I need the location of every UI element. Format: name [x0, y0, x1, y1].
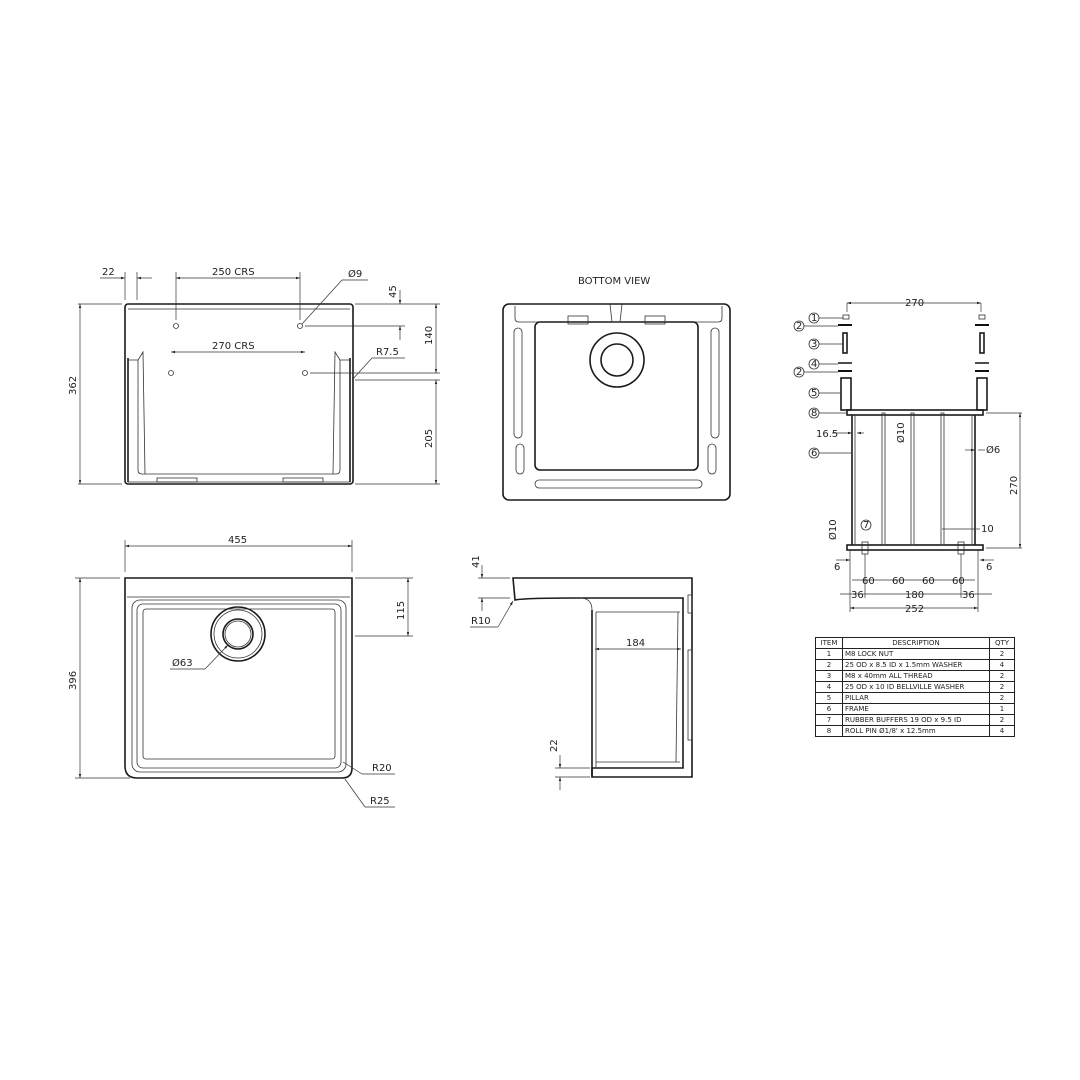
dim-270-top: 270: [905, 298, 924, 309]
bom-header-item: ITEM: [815, 637, 843, 649]
dim-6-right: 6: [986, 562, 992, 573]
dim-140: 140: [424, 326, 435, 345]
balloon-2a: 2: [796, 321, 802, 332]
bom-item: 7: [815, 714, 843, 726]
balloon-4: 4: [811, 359, 817, 370]
bom-header-description: DESCRIPTION: [842, 637, 990, 649]
bom-item: 8: [815, 725, 843, 737]
item-balloons: 1 2 3 4 2 5 8 6 7: [793, 312, 872, 531]
balloon-8: 8: [811, 408, 817, 419]
bom-qty: 2: [989, 648, 1015, 660]
dim-180: 180: [905, 590, 924, 601]
dim-r20: R20: [372, 763, 392, 774]
dim-270-crs: 270 CRS: [212, 341, 255, 352]
dim-r25: R25: [370, 796, 390, 807]
bracket-assembly: 1 2 3 4 2 5 8 6 7: [793, 298, 1022, 615]
dim-22-side: 22: [549, 739, 560, 752]
balloon-7: 7: [863, 520, 869, 531]
bottom-view: BOTTOM VIEW: [502, 276, 731, 501]
bom-qty: 1: [989, 703, 1015, 715]
dim-22: 22: [102, 267, 115, 278]
dim-dia10-bottom: Ø10: [827, 519, 839, 540]
balloon-2b: 2: [796, 367, 802, 378]
dim-r10: R10: [471, 616, 491, 627]
dim-dia63: Ø63: [172, 657, 193, 669]
bom-item: 5: [815, 692, 843, 704]
front-section-view: 22 250 CRS Ø9 270 CRS R7.5 362 45 140 20…: [68, 267, 440, 485]
top-view: 455 396 115 Ø63 R20 R25: [68, 535, 413, 808]
bom-description: M8 LOCK NUT: [842, 648, 990, 660]
side-section-view: 41 R10 184 22: [470, 555, 693, 790]
bom-description: PILLAR: [842, 692, 990, 704]
dim-dia6: Ø6: [986, 444, 1000, 456]
bom-item: 3: [815, 670, 843, 682]
dim-45: 45: [388, 285, 399, 298]
balloon-5: 5: [811, 388, 817, 399]
bom-item: 4: [815, 681, 843, 693]
dim-16-5: 16.5: [816, 429, 838, 440]
balloon-6: 6: [811, 448, 817, 459]
dim-60-d: 60: [952, 576, 965, 587]
dim-362: 362: [68, 376, 79, 395]
dim-396: 396: [68, 671, 79, 690]
bom-description: 25 OD x 10 ID BELLVILLE WASHER: [842, 681, 990, 693]
dim-r7-5: R7.5: [376, 347, 399, 358]
bom-qty: 2: [989, 670, 1015, 682]
dim-455: 455: [228, 535, 247, 546]
bom-qty: 2: [989, 714, 1015, 726]
dim-115: 115: [396, 601, 407, 620]
bom-description: RUBBER BUFFERS 19 OD x 9.5 ID: [842, 714, 990, 726]
bom-qty: 4: [989, 659, 1015, 671]
dim-dia9: Ø9: [348, 268, 362, 280]
bom-item: 6: [815, 703, 843, 715]
dim-252: 252: [905, 604, 924, 615]
dim-41: 41: [471, 555, 482, 568]
dim-205: 205: [424, 429, 435, 448]
dim-250-crs: 250 CRS: [212, 267, 255, 278]
dim-60-c: 60: [922, 576, 935, 587]
bom-qty: 2: [989, 681, 1015, 693]
balloon-1: 1: [811, 313, 817, 324]
dim-36-left: 36: [851, 590, 864, 601]
bom-description: 25 OD x 8.5 ID x 1.5mm WASHER: [842, 659, 990, 671]
bom-qty: 4: [989, 725, 1015, 737]
dim-270-side: 270: [1009, 476, 1020, 495]
bom-description: M8 x 40mm ALL THREAD: [842, 670, 990, 682]
dim-184: 184: [626, 638, 645, 649]
bom-description: FRAME: [842, 703, 990, 715]
bom-description: ROLL PIN Ø1/8' x 12.5mm: [842, 725, 990, 737]
dim-60-b: 60: [892, 576, 905, 587]
bottom-view-title: BOTTOM VIEW: [578, 276, 650, 287]
dim-60-a: 60: [862, 576, 875, 587]
balloon-3: 3: [811, 339, 817, 350]
bom-item: 1: [815, 648, 843, 660]
bom-qty: 2: [989, 692, 1015, 704]
bom-header-row: ITEM DESCRIPTION QTY: [815, 637, 1015, 649]
dim-36-right: 36: [962, 590, 975, 601]
dim-6-left: 6: [834, 562, 840, 573]
bom-header-qty: QTY: [989, 637, 1015, 649]
dim-10: 10: [981, 524, 994, 535]
bom-item: 2: [815, 659, 843, 671]
dim-dia10-top: Ø10: [895, 422, 907, 443]
